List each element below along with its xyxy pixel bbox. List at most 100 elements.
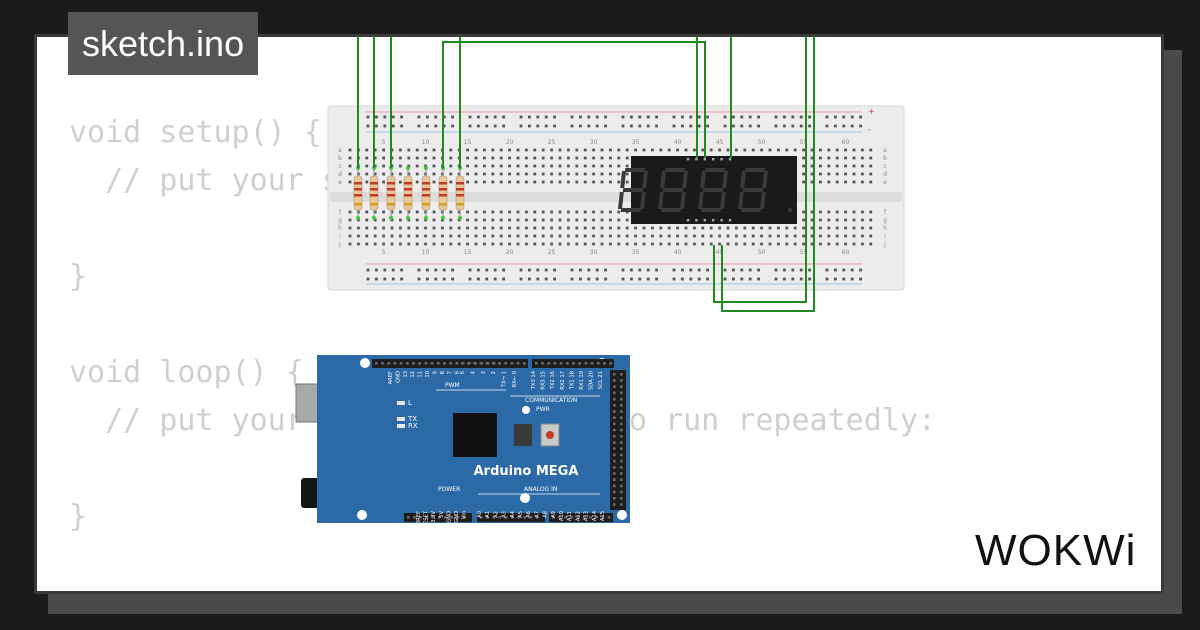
breadboard-hole	[541, 218, 545, 222]
file-title-tab[interactable]: sketch.ino	[68, 12, 259, 75]
rail-hole	[748, 268, 752, 272]
breadboard-hole	[609, 156, 612, 160]
breadboard-hole	[373, 210, 377, 214]
display-segment	[740, 171, 747, 188]
breadboard-hole	[491, 148, 495, 152]
breadboard-hole	[558, 242, 562, 246]
breadboard-hole	[617, 234, 621, 238]
breadboard-hole	[625, 148, 629, 152]
breadboard-hole	[541, 210, 545, 214]
breadboard-hole	[751, 242, 755, 246]
resistor-array[interactable]	[353, 166, 465, 220]
pin-label: TX3 14	[531, 370, 537, 390]
wire[interactable]	[721, 36, 815, 312]
breadboard-hole	[743, 226, 747, 230]
rail-hole	[417, 115, 421, 119]
wire[interactable]	[713, 36, 807, 303]
breadboard-hole	[600, 172, 604, 176]
breadboard-hole	[592, 148, 595, 152]
rail-hole	[587, 124, 591, 128]
column-number: 45	[716, 249, 724, 256]
breadboard-hole	[583, 242, 587, 246]
rail-hole	[748, 277, 752, 281]
breadboard-hole	[852, 156, 856, 160]
breadboard-hole	[751, 226, 755, 230]
rail-hole	[689, 115, 693, 119]
rail-hole	[553, 277, 556, 281]
wire[interactable]	[442, 41, 706, 168]
rail-hole	[859, 115, 862, 119]
rail-hole	[544, 277, 548, 281]
breadboard-hole	[474, 210, 478, 214]
header-pin	[576, 516, 580, 519]
breadboard-hole	[373, 226, 377, 230]
header-pin	[516, 362, 520, 365]
breadboard-hole	[415, 156, 419, 160]
breadboard-hole	[499, 234, 503, 238]
breadboard-hole	[835, 148, 839, 152]
mounting-hole	[357, 510, 367, 520]
display-pin	[720, 158, 723, 161]
display-pin	[728, 219, 732, 222]
breadboard-hole	[583, 210, 587, 214]
display-pin	[703, 158, 706, 161]
header-pin	[523, 362, 526, 365]
pin-label: A8	[543, 511, 549, 518]
breadboard-hole	[609, 242, 612, 246]
header-pin	[620, 416, 623, 419]
breadboard-hole	[550, 226, 553, 230]
rail-hole	[485, 124, 489, 128]
header-pin	[620, 404, 623, 407]
header-pin	[535, 362, 538, 365]
row-letter: a	[338, 147, 342, 154]
breadboard-hole	[415, 148, 419, 152]
breadboard-hole	[600, 156, 604, 160]
breadboard-hole	[567, 180, 570, 184]
breadboard-hole	[869, 156, 873, 160]
breadboard-hole	[617, 156, 621, 160]
pin-label: 13	[403, 371, 409, 378]
breadboard-hole	[583, 172, 587, 176]
breadboard-hole	[399, 156, 402, 160]
breadboard-hole	[357, 234, 360, 238]
reset-button-cap[interactable]	[546, 431, 554, 439]
breadboard-hole	[550, 180, 553, 184]
breadboard-hole	[819, 164, 822, 168]
breadboard-hole	[625, 234, 629, 238]
rail-hole	[528, 277, 531, 281]
rail-hole	[834, 115, 837, 119]
header-pin	[609, 362, 612, 365]
rail-hole	[850, 277, 854, 281]
rail-hole	[732, 124, 735, 128]
rail-hole	[477, 268, 480, 272]
breadboard-hole	[449, 242, 453, 246]
pin-label: A7	[534, 511, 540, 518]
rail-hole	[519, 268, 523, 272]
breadboard-hole	[844, 226, 847, 230]
code-line: void loop() {	[69, 355, 304, 390]
breadboard-hole	[835, 242, 839, 246]
breadboard-hole	[424, 164, 427, 168]
header-pin	[613, 503, 616, 506]
display-segment	[660, 208, 682, 212]
column-number: 20	[506, 139, 514, 146]
breadboard-hole	[348, 234, 352, 238]
breadboard-hole	[516, 148, 520, 152]
rail-hole	[723, 268, 727, 272]
breadboard-hole	[835, 218, 839, 222]
row-letter: j	[883, 241, 886, 248]
rail-hole	[383, 268, 387, 272]
wires[interactable]	[357, 36, 815, 312]
breadboard-hole	[525, 156, 528, 160]
pin-label: RESET	[424, 510, 430, 527]
seven-segment-display[interactable]	[618, 156, 797, 224]
header-pin	[578, 362, 581, 365]
rail-hole	[434, 277, 438, 281]
breadboard-hole	[785, 234, 789, 238]
arduino-mega-board[interactable]: L TX RX PWR PWM COMMUNICATION POWER ANAL…	[295, 355, 630, 528]
breadboard-hole	[407, 210, 411, 214]
rail-hole	[799, 115, 803, 119]
breadboard-hole	[390, 234, 394, 238]
rail-hole	[391, 277, 395, 281]
